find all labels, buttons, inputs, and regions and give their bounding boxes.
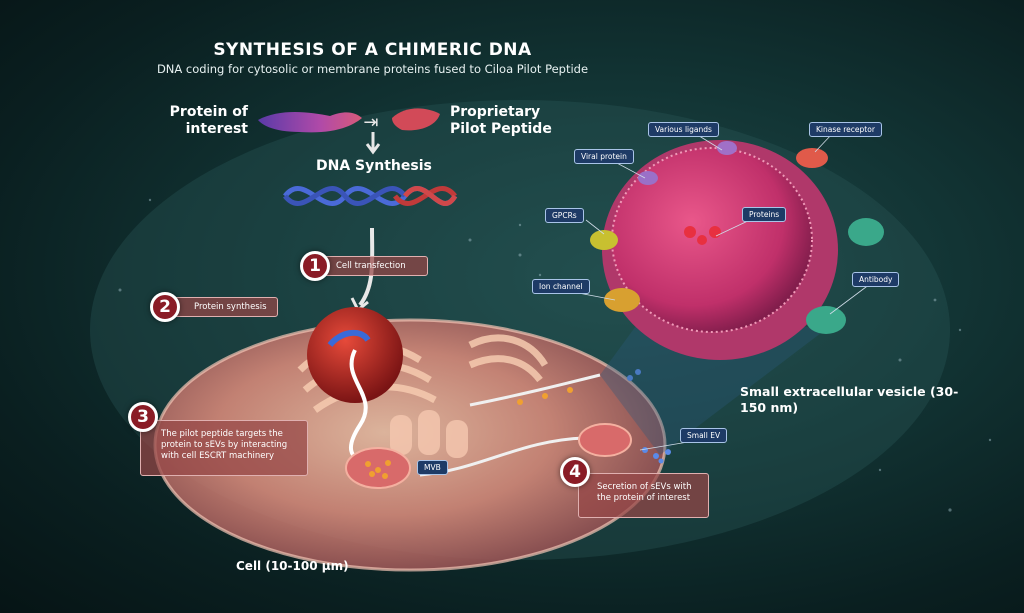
diagram-subtitle: DNA coding for cytosolic or membrane pro… bbox=[156, 62, 589, 76]
released-evs bbox=[627, 369, 671, 464]
step-4-text: Secretion of sEVs with the protein of in… bbox=[597, 482, 692, 503]
sev-label: Small extracellular vesicle (30-150 nm) bbox=[740, 384, 959, 415]
step-4-number: 4 bbox=[560, 457, 590, 487]
background-particles bbox=[118, 198, 992, 512]
transport-vesicles bbox=[517, 387, 573, 405]
vesicle-proteins bbox=[590, 141, 884, 334]
tag-proteins: Proteins bbox=[742, 207, 787, 222]
fusing-mvb bbox=[578, 423, 632, 457]
tag-various-ligands: Various ligands bbox=[648, 122, 719, 137]
tag-mvb: MVB bbox=[417, 460, 448, 475]
tag-viral-protein: Viral protein bbox=[574, 149, 634, 164]
fusion-arrow-icon: ⇥ bbox=[363, 112, 378, 133]
dna-synthesis-label: DNA Synthesis bbox=[316, 158, 432, 174]
mvb-vesicles bbox=[365, 460, 391, 479]
tag-small-ev: Small EV bbox=[680, 428, 728, 443]
step-1-number: 1 bbox=[300, 251, 330, 281]
tag-antibody: Antibody bbox=[852, 272, 900, 287]
protein-of-interest-label: Protein of interest bbox=[169, 104, 248, 137]
pilot-peptide-shape bbox=[392, 108, 440, 131]
nucleus-dna bbox=[327, 329, 371, 348]
protein-of-interest-shape bbox=[258, 112, 362, 133]
step-2-box: Protein synthesis bbox=[168, 297, 278, 317]
step-2-text: Protein synthesis bbox=[194, 302, 267, 312]
tag-ion-channel: Ion channel bbox=[532, 279, 590, 294]
tag-kinase-receptor: Kinase receptor bbox=[809, 122, 882, 137]
step-1-text: Cell transfection bbox=[336, 261, 406, 271]
cell-size-label: Cell (10-100 µm) bbox=[236, 559, 349, 573]
step-3-number: 3 bbox=[128, 402, 158, 432]
step-3-text: The pilot peptide targets the protein to… bbox=[161, 429, 288, 461]
secretion-arrow-upper bbox=[469, 373, 601, 407]
diagram-title: SYNTHESIS OF A CHIMERIC DNA bbox=[213, 40, 532, 60]
step-1-box: Cell transfection bbox=[320, 256, 428, 276]
step-2-number: 2 bbox=[150, 292, 180, 322]
step-3-box: The pilot peptide targets the protein to… bbox=[140, 420, 308, 476]
vesicle-lumen bbox=[612, 148, 812, 332]
dna-helix bbox=[283, 186, 458, 206]
er-tubes bbox=[390, 410, 468, 458]
tag-gpcrs: GPCRs bbox=[545, 208, 584, 223]
down-arrow-icon bbox=[365, 132, 381, 155]
step-4-box: Secretion of sEVs with the protein of in… bbox=[578, 473, 709, 518]
pilot-peptide-label: Proprietary Pilot Peptide bbox=[450, 104, 552, 137]
